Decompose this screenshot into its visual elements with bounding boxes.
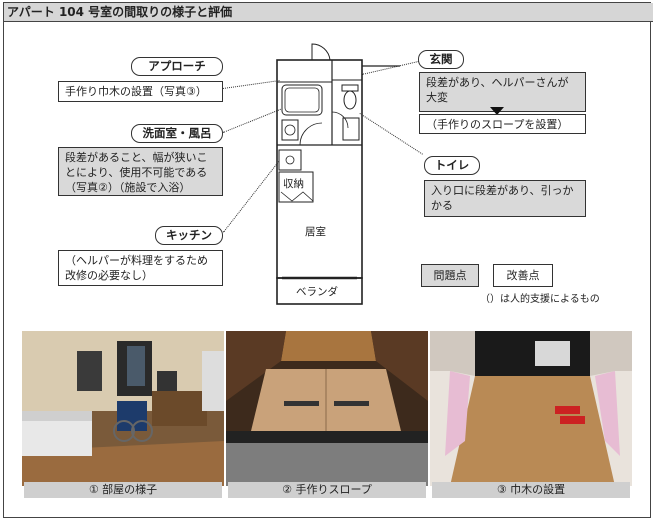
washroom-box: 段差があること、幅が狭いことにより、使用不可能である（写真②）（施設で入浴） bbox=[58, 147, 223, 196]
kitchen-box: （ヘルパーが料理をするため改修の必要なし） bbox=[58, 250, 223, 286]
entrance-problem-box: 段差があり、ヘルパーさんが大変 bbox=[419, 72, 586, 112]
down-arrow-icon bbox=[490, 107, 504, 115]
washroom-tag: 洗面室・風呂 bbox=[131, 124, 223, 143]
legend-improvement: 改善点 bbox=[493, 264, 553, 287]
approach-box: 手作り巾木の設置（写真③） bbox=[58, 81, 223, 102]
legend-note: （）は人的支援によるもの bbox=[480, 294, 600, 305]
storage-label: 収納 bbox=[283, 178, 304, 190]
living-room-label: 居室 bbox=[305, 226, 326, 238]
baseboard-photo bbox=[430, 331, 632, 486]
page-title: アパート 104 号室の間取りの様子と評価 bbox=[4, 3, 653, 22]
slope-photo-caption: ② 手作りスロープ bbox=[228, 482, 426, 498]
toilet-tag: トイレ bbox=[424, 156, 480, 175]
slope-photo bbox=[226, 331, 428, 486]
entrance-tag: 玄関 bbox=[418, 50, 464, 69]
entrance-improvement-box: （手作りのスロープを設置） bbox=[419, 114, 586, 134]
room-photo bbox=[22, 331, 224, 486]
kitchen-tag: キッチン bbox=[155, 226, 223, 245]
document-frame: アパート 104 号室の間取りの様子と評価 bbox=[3, 2, 653, 518]
room-photo-caption: ① 部屋の様子 bbox=[24, 482, 222, 498]
baseboard-photo-caption: ③ 巾木の設置 bbox=[432, 482, 630, 498]
toilet-box: 入り口に段差があり、引っかかる bbox=[424, 180, 586, 217]
legend-problem: 問題点 bbox=[421, 264, 479, 287]
veranda-label: ベランダ bbox=[296, 286, 338, 298]
approach-tag: アプローチ bbox=[131, 57, 223, 76]
